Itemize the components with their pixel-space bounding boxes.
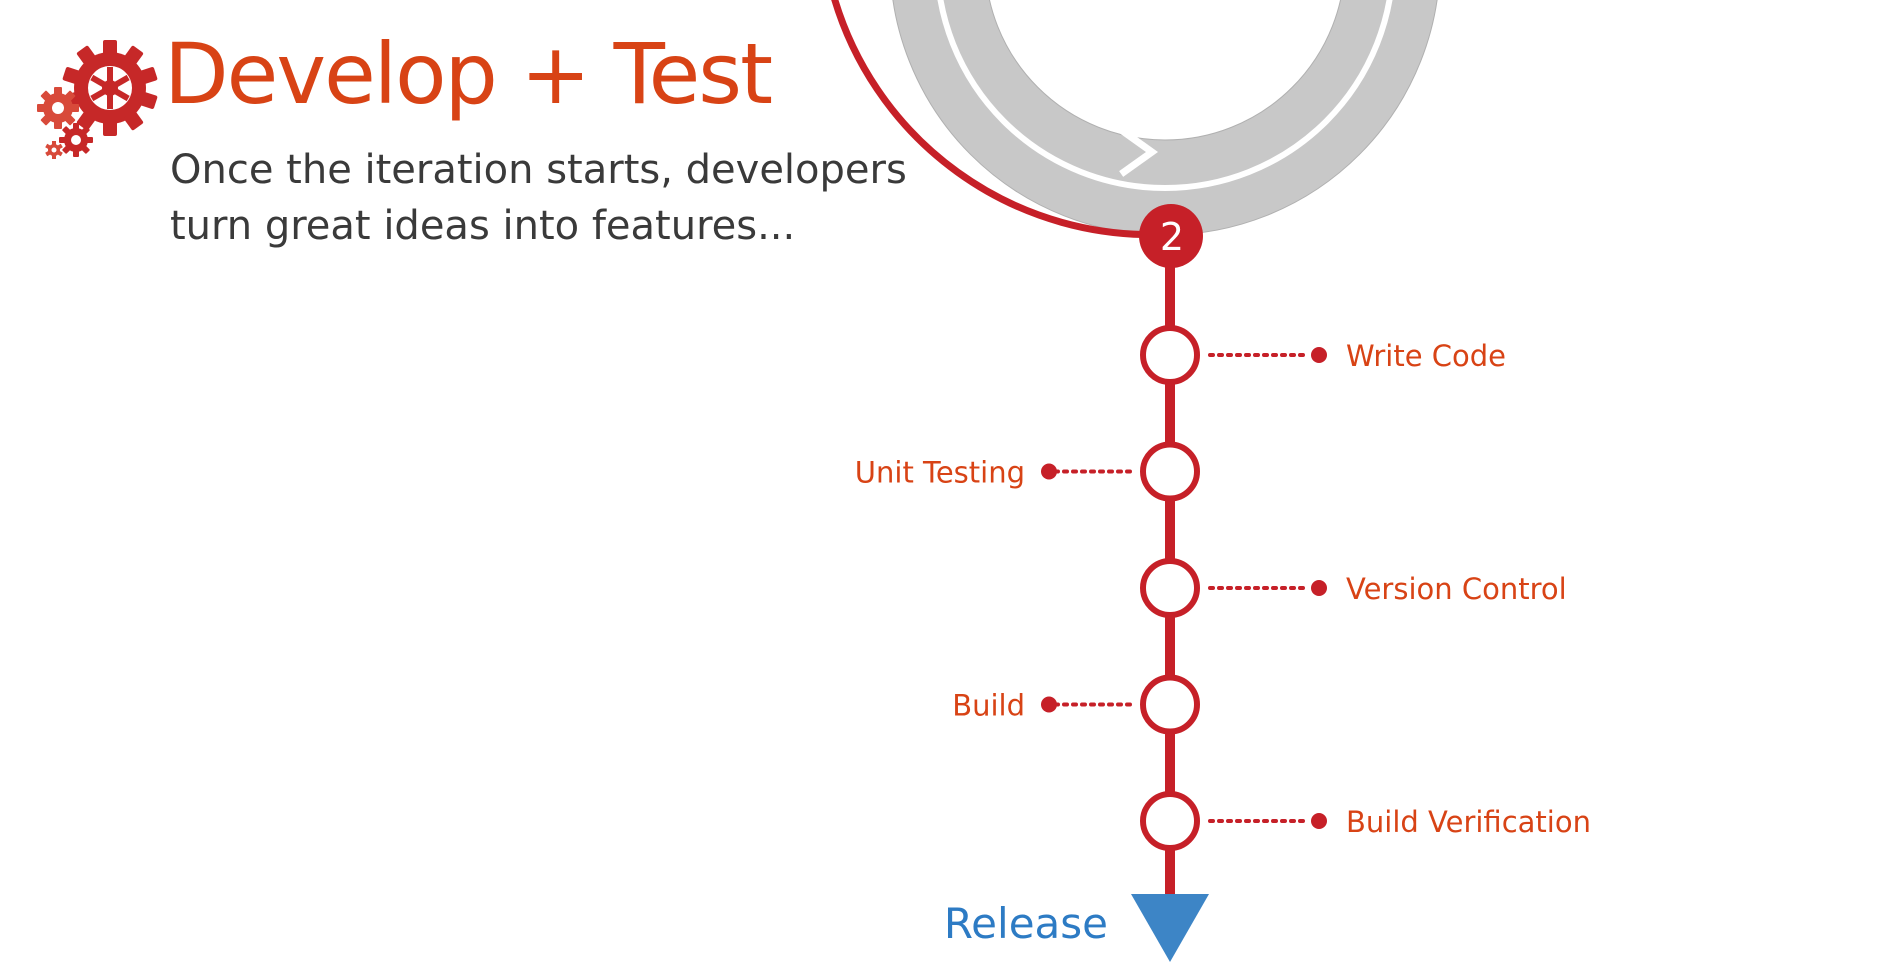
gears-icon <box>37 40 158 159</box>
step-label: Build Verification <box>1346 805 1591 839</box>
iteration-cycle-ring <box>892 0 1438 236</box>
subtitle-line-1: Once the iteration starts, developers <box>170 147 907 193</box>
step-node <box>1140 558 1200 618</box>
cycle-progress-arc <box>831 0 1171 239</box>
process-step: Version Control <box>1140 558 1567 618</box>
chevron-right-icon <box>1119 127 1159 177</box>
step-node <box>1140 674 1200 735</box>
step-node <box>1140 441 1200 502</box>
process-step: Write Code <box>1140 325 1506 385</box>
step-dot <box>1311 813 1327 829</box>
step-label: Unit Testing <box>855 456 1025 490</box>
step-dot <box>1041 463 1057 480</box>
subtitle-line-2: turn great ideas into features... <box>170 203 796 249</box>
process-step: Build Verification <box>1140 791 1591 851</box>
slide-title: Develop + Test <box>164 25 773 123</box>
step-label: Build <box>952 689 1025 723</box>
stage-badge <box>1139 204 1203 268</box>
release-label: Release <box>944 899 1108 948</box>
step-dot <box>1041 696 1057 713</box>
step-label: Version Control <box>1346 572 1567 606</box>
stage-number: 2 <box>1160 215 1184 259</box>
step-label: Write Code <box>1346 339 1506 373</box>
step-node <box>1140 791 1200 851</box>
step-dot <box>1311 580 1327 596</box>
slide-subtitle: Once the iteration starts, developers tu… <box>170 142 907 254</box>
step-dot <box>1311 347 1327 363</box>
process-step: Unit Testing <box>855 441 1200 502</box>
process-step: Build <box>952 674 1200 735</box>
step-node <box>1140 325 1200 385</box>
down-triangle-icon <box>1131 894 1209 962</box>
